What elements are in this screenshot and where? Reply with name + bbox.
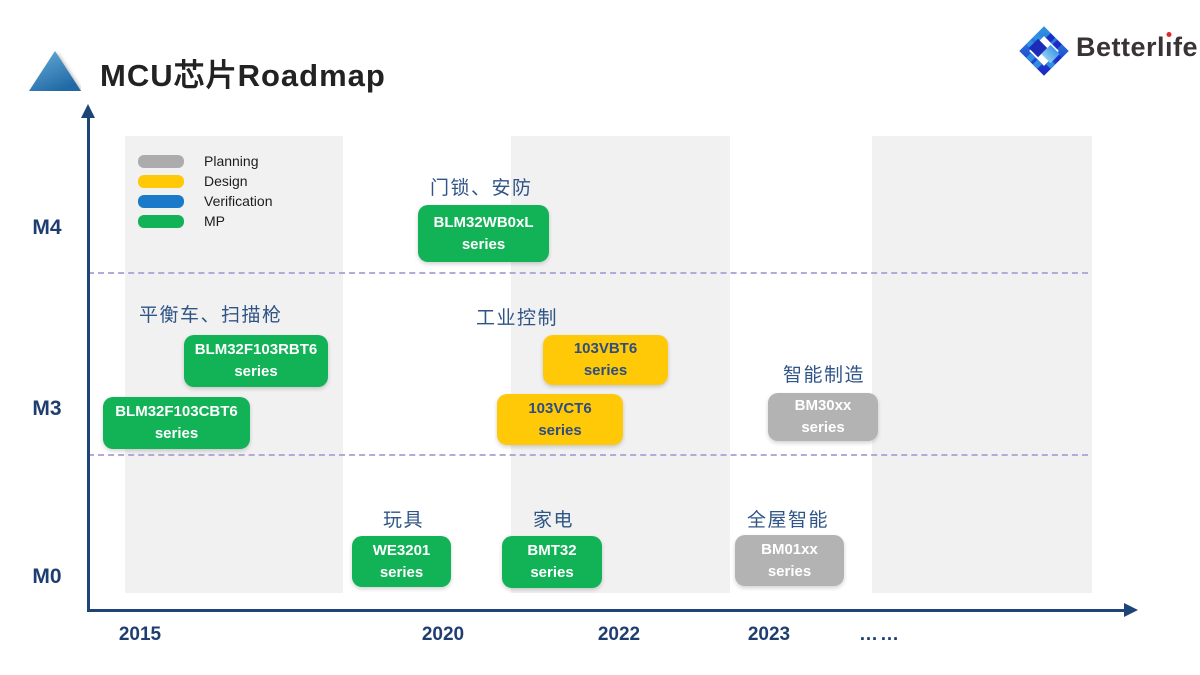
- series-name: BM30xx: [794, 397, 852, 415]
- series-box-we3201: WE3201 series: [352, 536, 451, 587]
- series-suffix: series: [583, 362, 628, 379]
- legend-swatch-verification: [138, 194, 184, 208]
- series-box-blm32wb0xl: BLM32WB0xL series: [418, 205, 549, 262]
- legend-label: Design: [204, 173, 248, 189]
- x-axis-arrow-icon: [1124, 603, 1138, 617]
- legend-item-verification: Verification: [138, 191, 272, 211]
- legend-swatch-planning: [138, 154, 184, 168]
- series-box-bm30xx: BM30xx series: [768, 393, 878, 441]
- legend-item-mp: MP: [138, 211, 272, 231]
- series-suffix: series: [379, 563, 424, 581]
- y-tick-m4: M4: [32, 216, 62, 239]
- series-box-bmt32: BMT32 series: [502, 536, 602, 588]
- row-divider-m4-m3: [88, 272, 1088, 274]
- series-suffix: series: [234, 363, 278, 380]
- category-label-whole-house-smart: 全屋智能: [747, 510, 830, 531]
- page-title: MCU芯片Roadmap: [100, 58, 386, 93]
- legend-label: MP: [204, 213, 225, 229]
- series-suffix: series: [801, 419, 845, 436]
- legend: Planning Design Verification MP: [138, 151, 272, 231]
- y-tick-m3: M3: [32, 397, 62, 420]
- x-tick-2020: 2020: [421, 624, 465, 645]
- y-axis-arrow-icon: [81, 104, 95, 118]
- series-name: BLM32F103RBT6: [194, 341, 318, 359]
- series-box-blm32f103rbt6: BLM32F103RBT6 series: [184, 335, 328, 387]
- category-label-door-security: 门锁、安防: [430, 178, 533, 199]
- series-box-blm32f103cbt6: BLM32F103CBT6 series: [103, 397, 250, 449]
- x-tick-2022: 2022: [597, 624, 641, 645]
- category-label-balance-scanner: 平衡车、扫描枪: [139, 305, 283, 326]
- category-label-toys: 玩具: [383, 510, 425, 531]
- legend-item-design: Design: [138, 171, 272, 191]
- brand-dotless-i: ı: [1165, 32, 1174, 62]
- row-divider-m3-m0: [88, 454, 1088, 456]
- y-axis-line: [87, 118, 90, 612]
- category-label-industrial-control: 工业控制: [476, 308, 559, 329]
- legend-swatch-design: [138, 174, 184, 188]
- y-tick-m0: M0: [32, 565, 62, 588]
- series-name: BM01xx: [761, 540, 818, 558]
- series-box-bm01xx: BM01xx series: [735, 535, 844, 586]
- x-axis-line: [87, 609, 1127, 612]
- background-band-3: [872, 136, 1092, 593]
- brand-i-red-dot-icon: [1166, 32, 1172, 37]
- series-suffix: series: [538, 421, 582, 439]
- x-tick-ellipsis: ……: [859, 624, 901, 645]
- series-suffix: series: [767, 562, 812, 580]
- category-label-smart-manufacturing: 智能制造: [783, 365, 866, 386]
- series-suffix: series: [530, 564, 574, 581]
- legend-swatch-mp: [138, 214, 184, 228]
- series-name: 103VCT6: [528, 399, 592, 417]
- series-name: BLM32F103CBT6: [115, 403, 238, 421]
- brand-letter-i: ı: [1165, 31, 1173, 63]
- x-tick-2023: 2023: [747, 624, 791, 645]
- legend-label: Planning: [204, 153, 259, 169]
- brand-name-part: fe: [1173, 32, 1199, 62]
- brand-name-part: Betterl: [1076, 32, 1166, 62]
- series-box-103vbt6: 103VBT6 series: [543, 335, 668, 385]
- series-suffix: series: [461, 235, 506, 253]
- category-label-home-appliance: 家电: [533, 510, 575, 531]
- series-name: BLM32WB0xL: [433, 213, 534, 231]
- series-name: 103VBT6: [573, 340, 638, 358]
- legend-label: Verification: [204, 193, 273, 209]
- betterlife-diamond-logo-icon: [1019, 26, 1069, 76]
- series-name: WE3201: [372, 541, 431, 559]
- series-name: BMT32: [527, 542, 577, 560]
- x-tick-2015: 2015: [118, 624, 162, 645]
- series-box-103vct6: 103VCT6 series: [497, 394, 623, 445]
- series-suffix: series: [154, 425, 199, 442]
- legend-item-planning: Planning: [138, 151, 272, 171]
- slide-bullet-triangle-icon: [29, 51, 81, 91]
